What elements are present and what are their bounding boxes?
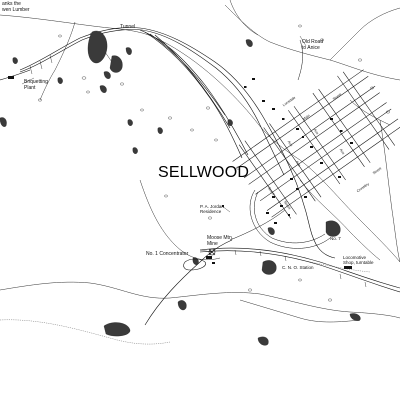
railway-lines — [0, 27, 400, 326]
town-buildings — [8, 76, 353, 269]
no1-concentrator-label: No. 1 Concentrator — [146, 251, 189, 257]
terrain-contours — [0, 0, 400, 323]
top-left-label-text: anks the wen Lumber — [2, 1, 30, 13]
leader-lines — [21, 35, 307, 253]
top-left-label: anks the wen Lumber — [2, 1, 46, 14]
briquetting-plant-label: Briquetting Plant — [24, 79, 48, 91]
moose-mtn-mine-label: Moose Mtn. Mine — [207, 235, 234, 247]
railway-ties — [29, 54, 367, 288]
cno-station-label: C. N. O. Station — [282, 265, 314, 270]
scattered-rocks — [38, 24, 391, 302]
loop-roads — [229, 39, 331, 249]
streams — [0, 261, 371, 345]
no7-label: No. 7 — [330, 236, 341, 241]
tunnel-label: Tunnel — [120, 24, 136, 30]
pa-jordan-residence-label: P. A. Jordan Residence — [200, 204, 224, 215]
locomotive-shop-label: Locomotive Shop, turntable — [343, 255, 374, 266]
rock-outcrops — [0, 30, 361, 346]
town-street-grid — [232, 69, 400, 219]
old-road-label: Old Road to Anice — [302, 39, 324, 51]
map-title: SELLWOOD — [158, 164, 250, 181]
